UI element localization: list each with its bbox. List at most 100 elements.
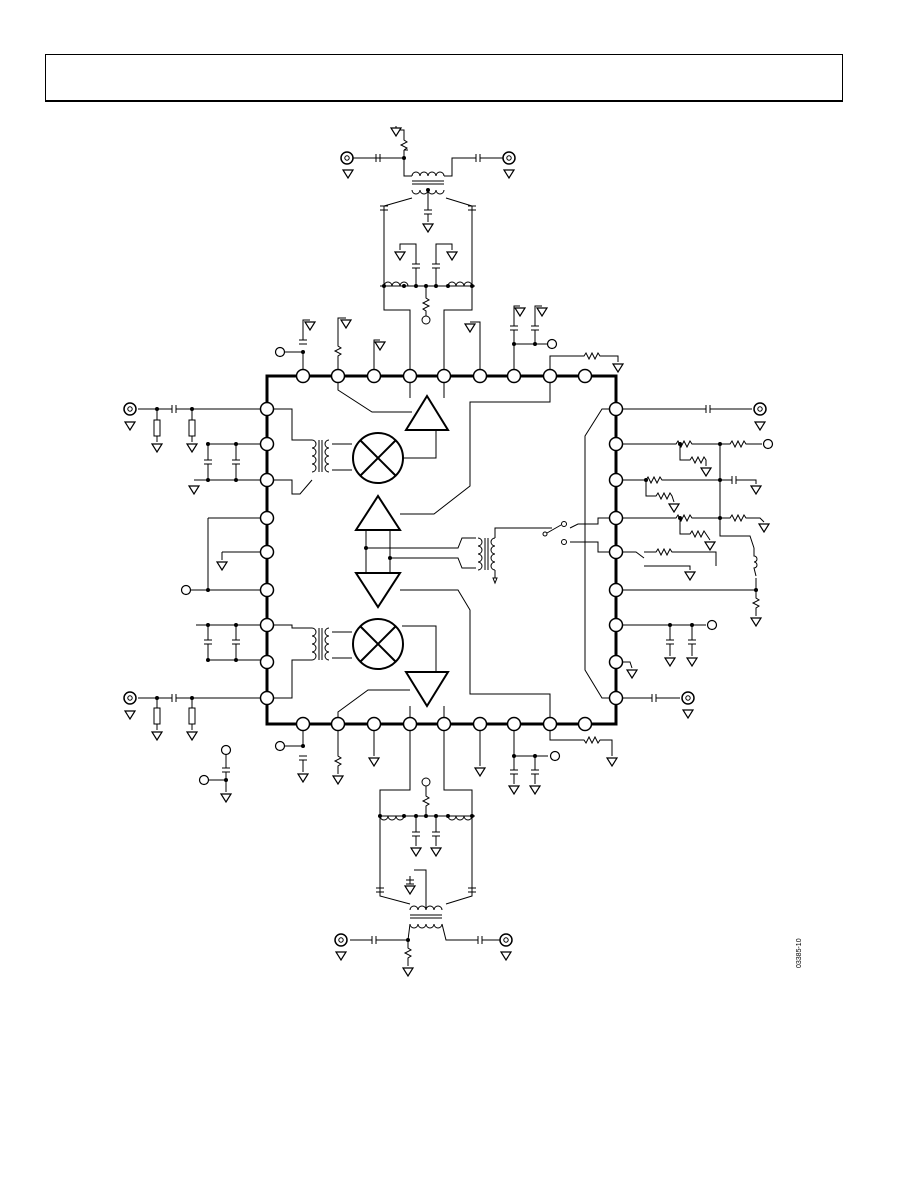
test-point-terminal xyxy=(546,338,558,350)
ic-pin xyxy=(608,582,624,598)
ic-pins xyxy=(259,368,624,732)
ground-symbols xyxy=(123,127,771,978)
bottom-pin-networks xyxy=(285,724,613,784)
lower-if-amplifier xyxy=(404,671,450,708)
ic-pin xyxy=(259,690,275,706)
ground-icon xyxy=(699,467,713,478)
page-header-box xyxy=(45,54,843,102)
ground-icon xyxy=(703,541,717,552)
ic-pin xyxy=(608,472,624,488)
ic-pin xyxy=(608,690,624,706)
junction-dots xyxy=(155,156,758,942)
ground-icon xyxy=(502,169,516,180)
lower-rf-balun xyxy=(311,627,330,661)
ground-icon xyxy=(445,251,459,262)
upper-rf-balun xyxy=(311,439,330,473)
ground-icon xyxy=(757,523,771,534)
ground-icon xyxy=(150,443,164,454)
upper-mixer xyxy=(352,432,404,484)
ic-pin xyxy=(295,716,311,732)
ic-pin xyxy=(542,716,558,732)
test-point-terminal xyxy=(706,619,718,631)
lower-lo-amplifier xyxy=(354,572,402,609)
ground-icon xyxy=(685,657,699,668)
ground-icon xyxy=(749,617,763,628)
sma-connectors xyxy=(123,151,767,947)
ground-icon xyxy=(389,127,403,138)
ground-icon xyxy=(611,363,625,374)
ic-pin xyxy=(259,401,275,417)
test-point-terminal xyxy=(180,584,192,596)
ic-pin xyxy=(608,654,624,670)
ground-icon xyxy=(219,793,233,804)
ic-pin xyxy=(472,368,488,384)
ground-icon xyxy=(331,775,345,786)
ground-icon xyxy=(683,571,697,582)
ground-icon xyxy=(463,323,477,334)
test-point-terminal xyxy=(762,438,774,450)
ground-icon xyxy=(373,341,387,352)
top-output-network xyxy=(352,126,505,376)
ic-pin xyxy=(436,368,452,384)
ground-icon xyxy=(507,785,521,796)
ic-pin xyxy=(366,716,382,732)
ground-icon xyxy=(473,767,487,778)
ground-icon xyxy=(339,319,353,330)
ic-pin xyxy=(506,368,522,384)
ground-icon xyxy=(499,951,513,962)
ground-icon xyxy=(528,785,542,796)
ground-icon xyxy=(367,757,381,768)
sma-connector-center xyxy=(503,937,509,943)
ground-icon xyxy=(123,710,137,721)
ground-icon xyxy=(185,731,199,742)
ground-icon xyxy=(185,443,199,454)
ground-icon xyxy=(421,223,435,234)
ic-pin xyxy=(366,368,382,384)
test-point-terminal xyxy=(274,740,286,752)
ground-icon xyxy=(215,561,229,572)
ic-pin xyxy=(259,472,275,488)
ground-icon xyxy=(753,421,767,432)
ic-pin xyxy=(259,544,275,560)
ic-pin xyxy=(577,368,593,384)
ic-pin xyxy=(259,654,275,670)
sma-connector-center xyxy=(685,695,691,701)
ground-icon xyxy=(123,421,137,432)
ic-pin xyxy=(259,436,275,452)
ic-pin xyxy=(259,510,275,526)
sma-connector-center xyxy=(127,406,133,412)
ground-icon xyxy=(341,169,355,180)
ic-pin xyxy=(608,617,624,633)
figure-id-label: 03385-10 xyxy=(796,938,803,968)
ic-pin xyxy=(577,716,593,732)
ic-pin xyxy=(608,401,624,417)
ic-pin xyxy=(506,716,522,732)
test-point-terminal xyxy=(198,774,210,786)
ground-icon xyxy=(625,669,639,680)
ground-icon xyxy=(663,657,677,668)
ground-icon xyxy=(334,951,348,962)
ground-icon xyxy=(513,307,527,318)
sma-connector-center xyxy=(338,937,344,943)
sma-connector-center xyxy=(344,155,350,161)
upper-if-amplifier xyxy=(404,394,450,431)
ground-icon xyxy=(749,485,763,496)
internal-wiring xyxy=(268,376,616,724)
ic-pin xyxy=(259,617,275,633)
ic-pin xyxy=(472,716,488,732)
ground-icon xyxy=(393,251,407,262)
ic-pin xyxy=(542,368,558,384)
test-point-terminal xyxy=(274,346,286,358)
lo-balun xyxy=(477,527,552,585)
ic-pin xyxy=(402,368,418,384)
lo-select-switch xyxy=(542,521,567,545)
test-point-terminal xyxy=(220,744,232,756)
ground-icon xyxy=(409,847,423,858)
ic-pin xyxy=(330,368,346,384)
ic-pin xyxy=(295,368,311,384)
ic-pin xyxy=(402,716,418,732)
bottom-output-network xyxy=(350,724,502,966)
top-pin-networks xyxy=(285,305,619,376)
ground-icon xyxy=(401,967,415,978)
